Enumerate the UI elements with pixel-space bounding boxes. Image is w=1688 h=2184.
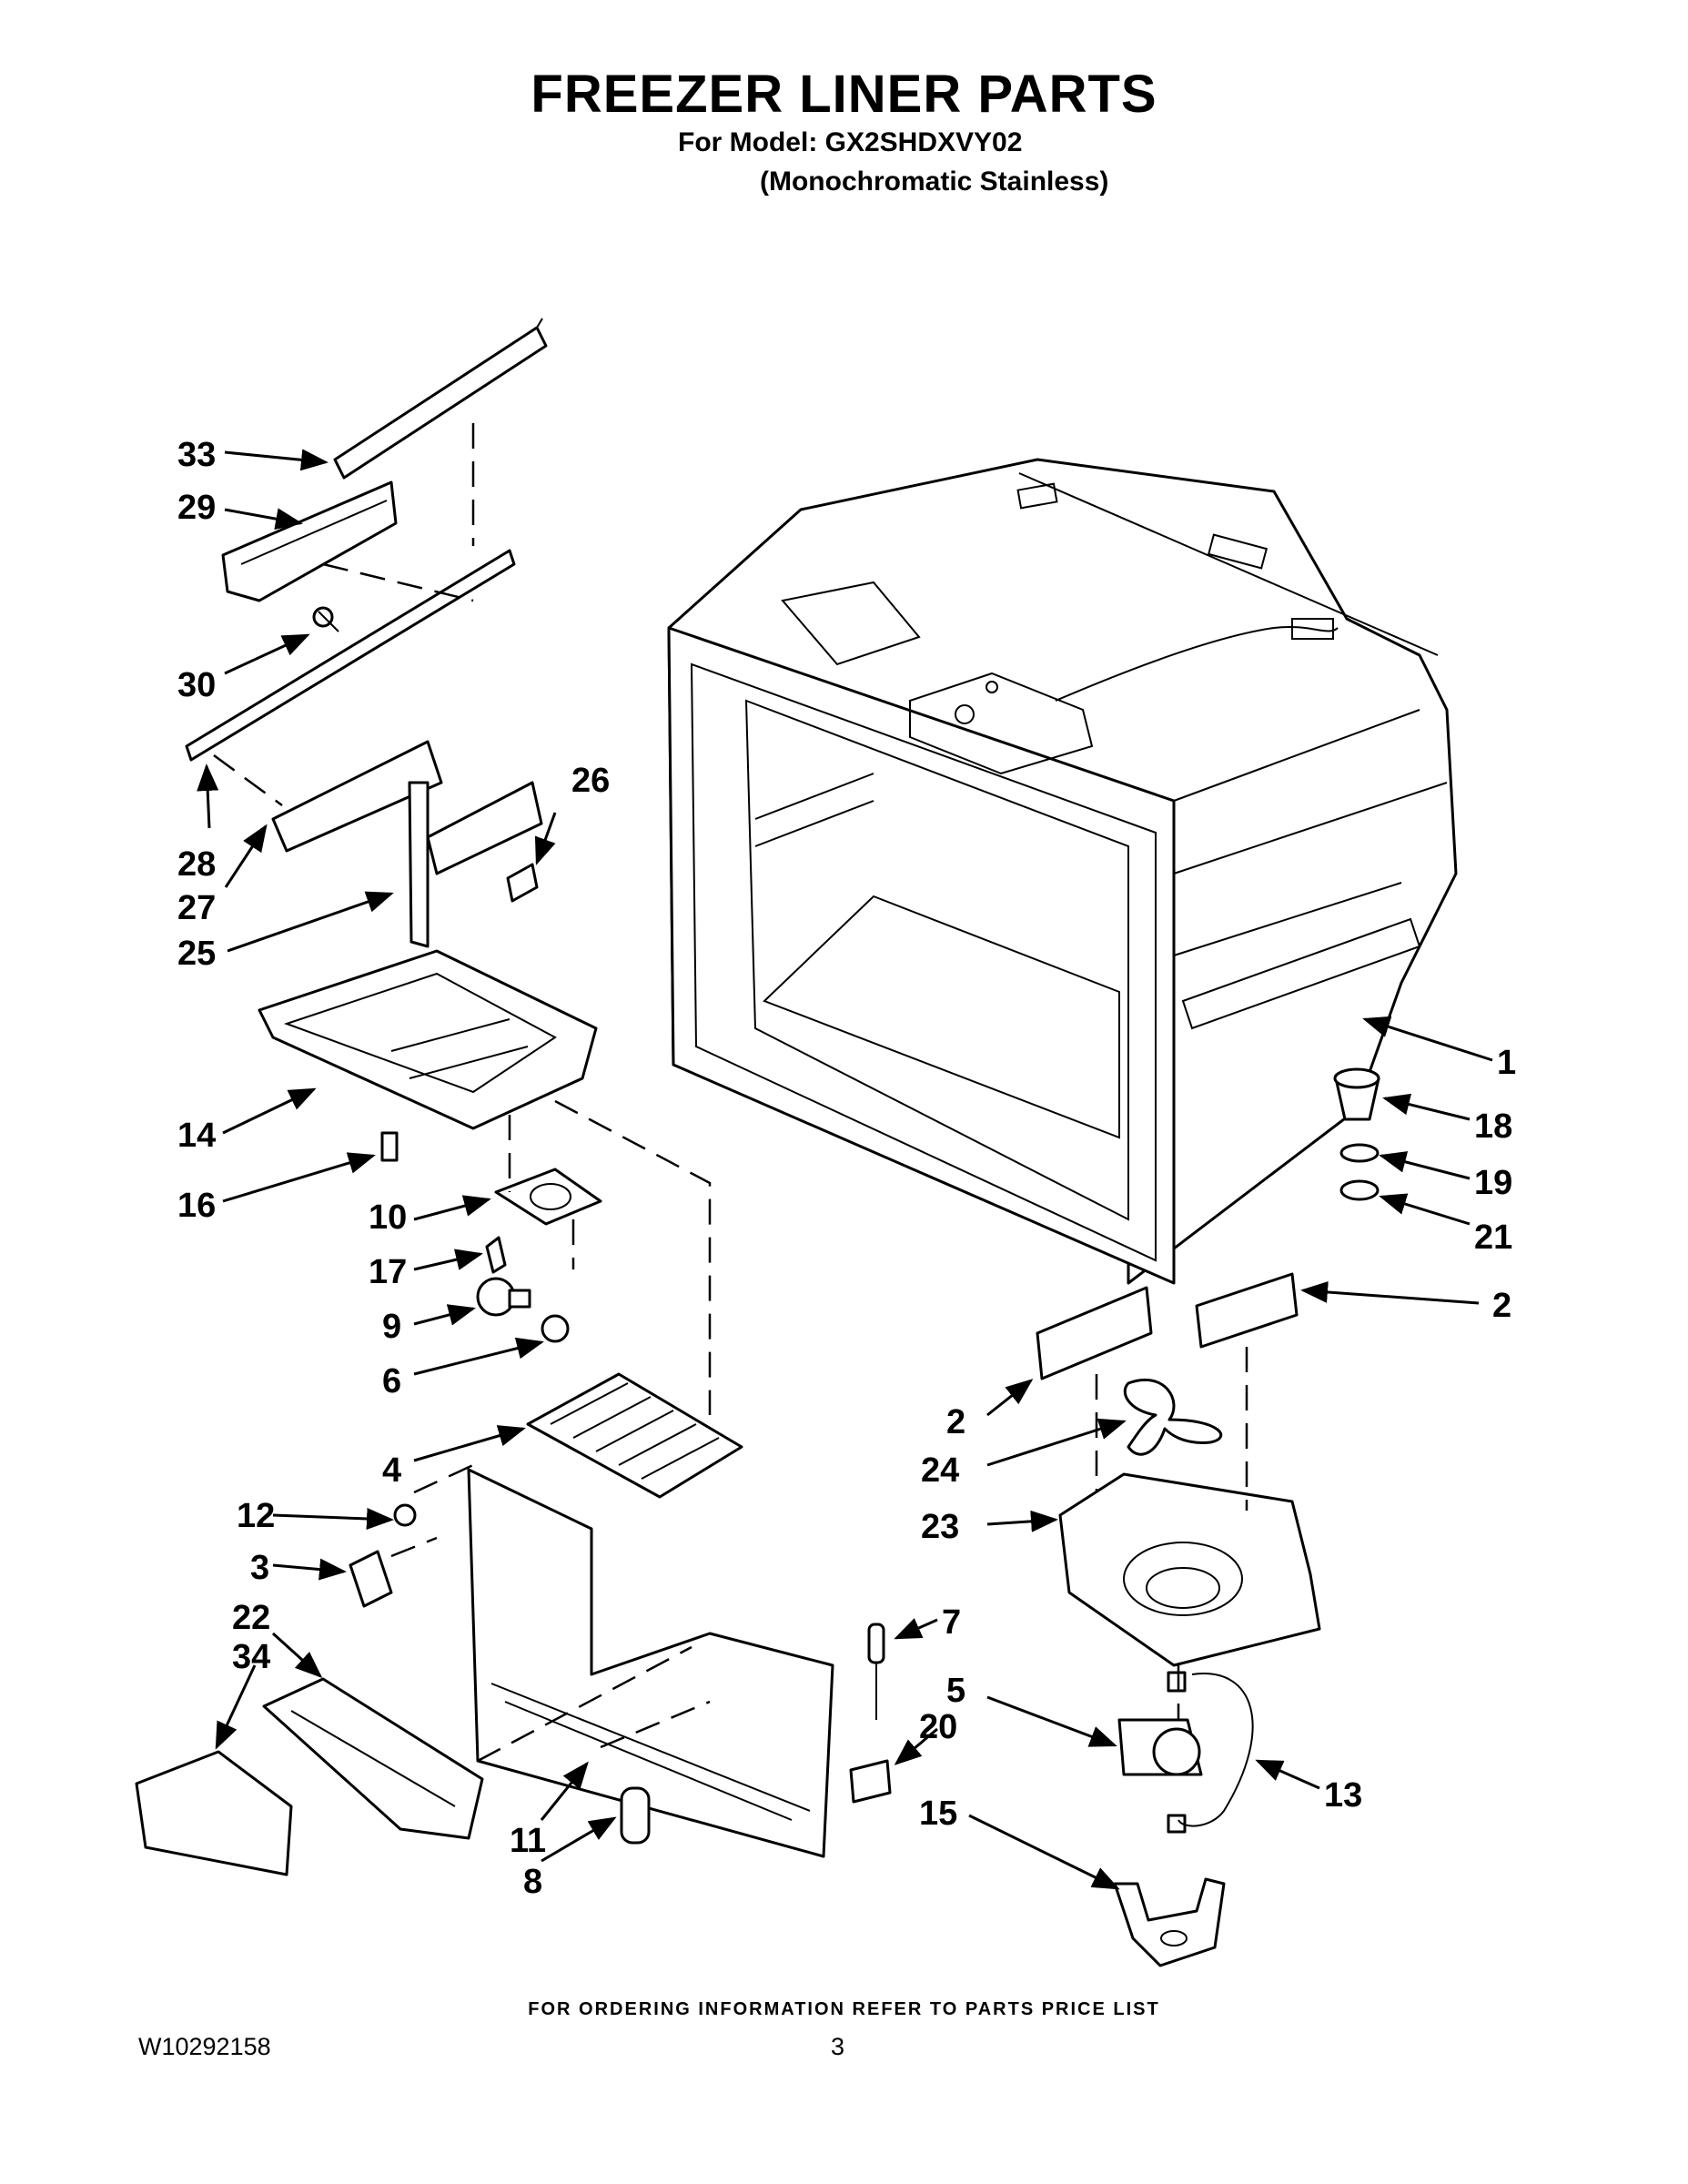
- leader-arrows: [197, 449, 1493, 1890]
- callout-33: 33: [177, 436, 216, 474]
- callout-13: 13: [1324, 1776, 1362, 1815]
- callout-17: 17: [369, 1253, 407, 1291]
- callout-7: 7: [942, 1603, 961, 1642]
- variant-line: (Monochromatic Stainless): [760, 167, 1109, 197]
- callout-18: 18: [1474, 1107, 1512, 1146]
- callout-8: 8: [523, 1863, 542, 1901]
- callout-21: 21: [1474, 1218, 1512, 1257]
- callout-24: 24: [921, 1451, 959, 1490]
- callout-1: 1: [1497, 1044, 1516, 1082]
- assembly-lines: [213, 423, 1248, 1763]
- freezer-liner-drawing: [667, 458, 1458, 1285]
- callout-23: 23: [921, 1508, 959, 1546]
- callout-3: 3: [250, 1549, 269, 1587]
- callout-15: 15: [919, 1795, 957, 1833]
- callout-2-right: 2: [1492, 1287, 1511, 1325]
- callout-6: 6: [382, 1362, 401, 1400]
- model-line: For Model: GX2SHDXVY02: [678, 127, 1023, 157]
- callout-10: 10: [369, 1198, 407, 1237]
- callout-16: 16: [177, 1187, 216, 1225]
- callout-28: 28: [177, 845, 216, 884]
- callout-26: 26: [571, 762, 610, 800]
- right-column-parts: [849, 1067, 1380, 1967]
- callout-9: 9: [382, 1308, 401, 1346]
- callout-22: 22: [232, 1599, 270, 1637]
- callout-4: 4: [382, 1451, 401, 1490]
- callout-34: 34: [232, 1638, 270, 1676]
- callout-11: 11: [510, 1822, 546, 1860]
- callout-29: 29: [177, 489, 216, 527]
- ordering-note: FOR ORDERING INFORMATION REFER TO PARTS …: [528, 1999, 1160, 2019]
- page-title: FREEZER LINER PARTS: [531, 65, 1157, 124]
- callout-25: 25: [177, 935, 216, 973]
- callout-5: 5: [946, 1672, 965, 1710]
- callout-19: 19: [1474, 1164, 1512, 1202]
- callout-20: 20: [919, 1708, 957, 1746]
- callout-27: 27: [177, 889, 216, 927]
- callout-12: 12: [237, 1497, 275, 1535]
- callout-30: 30: [177, 666, 216, 704]
- callout-labels: 33 29 30 28 27 26 25 14 16 10 17 9 6 4 1…: [177, 436, 1516, 1901]
- callout-14: 14: [177, 1117, 216, 1155]
- left-column-parts: [135, 318, 834, 1876]
- document-number: W10292158: [138, 2033, 271, 2060]
- page-number: 3: [831, 2033, 845, 2060]
- callout-2-left: 2: [946, 1403, 965, 1441]
